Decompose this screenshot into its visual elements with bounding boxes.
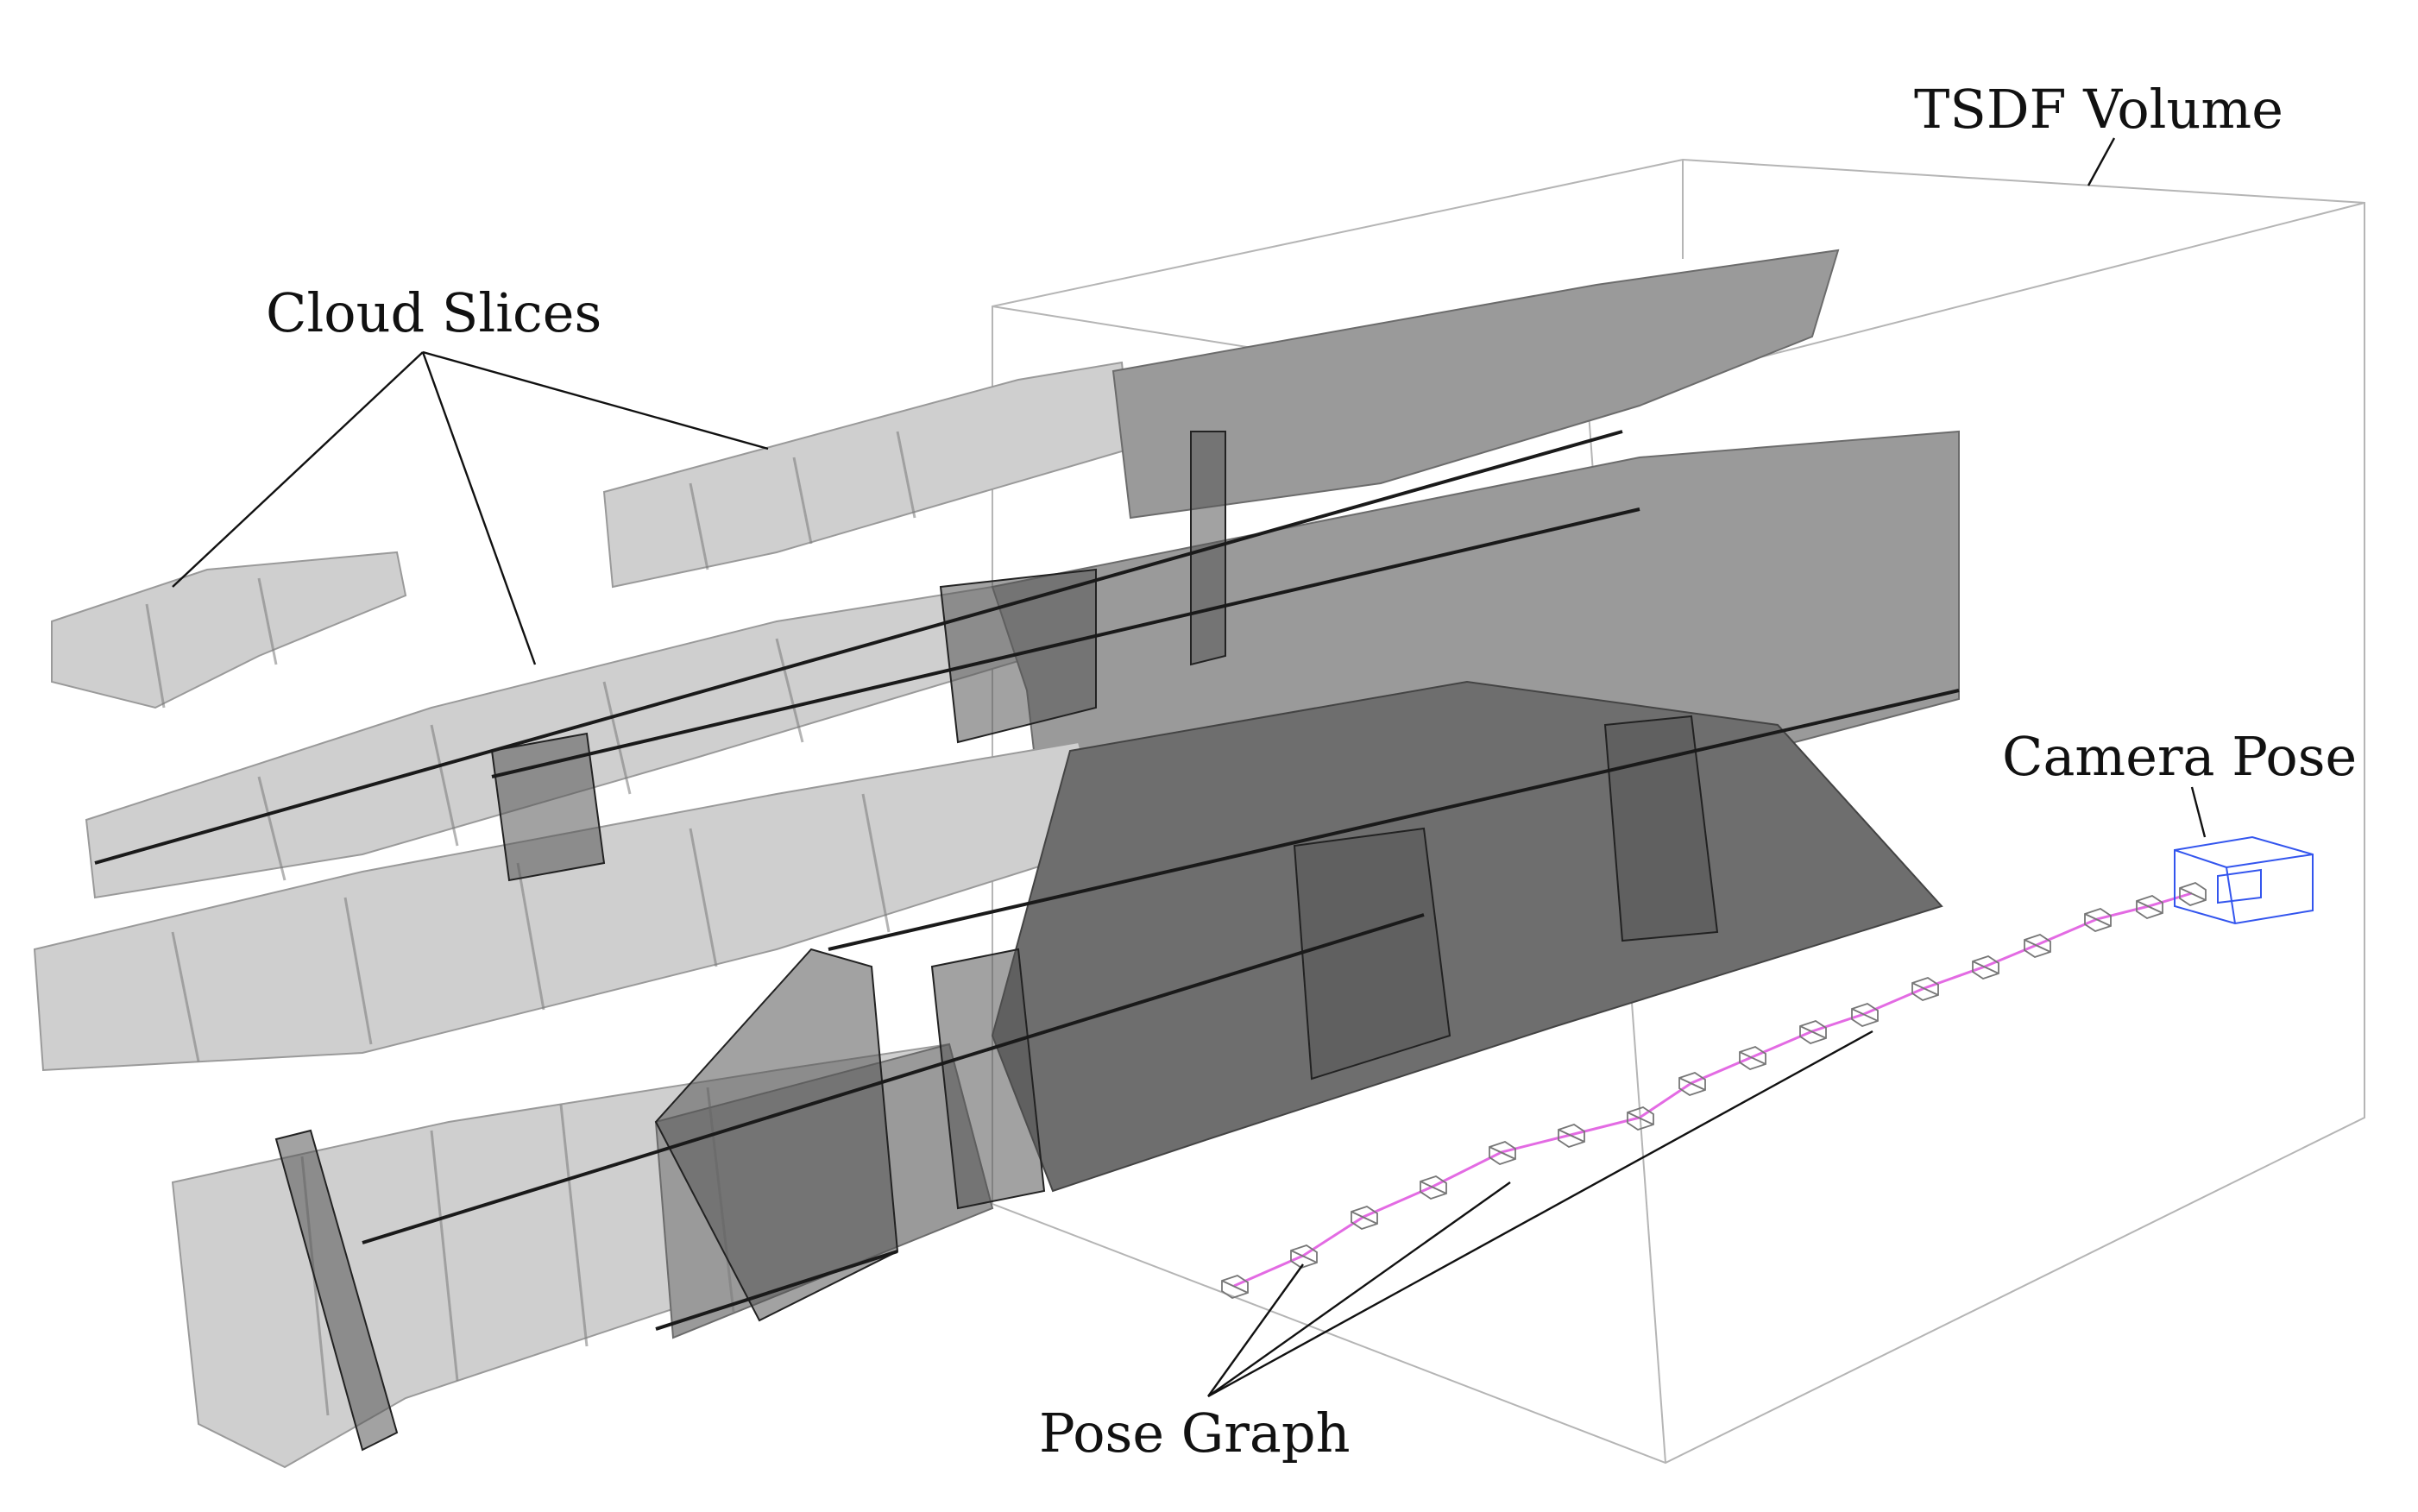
- pose-node: [1799, 1020, 1827, 1044]
- wall-fragment: [1293, 827, 1451, 1080]
- pose-graph-leader-3: [1207, 1030, 1873, 1398]
- cloud-slice-third-right: [991, 680, 1943, 1193]
- pose-node: [1678, 1072, 1706, 1096]
- tsdf-volume-label: TSDF Volume: [1914, 78, 2283, 141]
- wall-fragment: [654, 948, 899, 1322]
- pose-node: [1851, 1003, 1879, 1027]
- wall-fragment: [1603, 715, 1719, 942]
- pose-graph-leader-1: [1207, 1263, 1304, 1397]
- slice-edges: [94, 430, 1960, 1331]
- cloud-slice-upper-right: [1111, 249, 1840, 520]
- pose-graph-label: Pose Graph: [1039, 1402, 1351, 1465]
- cloud-slices: [33, 249, 1960, 1469]
- pose-node: [1221, 1275, 1249, 1299]
- cloud-slices-label: Cloud Slices: [266, 281, 601, 344]
- pose-graph: [1221, 882, 2207, 1299]
- pose-node: [1489, 1141, 1516, 1165]
- pose-node: [2179, 882, 2207, 906]
- cloud-slice-top: [51, 551, 407, 709]
- pose-node: [1972, 955, 1999, 980]
- pose-node: [1739, 1046, 1766, 1070]
- pose-node: [2024, 934, 2051, 958]
- wall-fragment: [930, 948, 1046, 1210]
- cloud-slices-leader-2: [421, 351, 537, 665]
- camera-pose-leader: [2190, 786, 2207, 838]
- leader-lines: [172, 137, 2207, 1398]
- wall-fragment: [274, 1129, 399, 1452]
- pose-node: [1290, 1244, 1318, 1269]
- pose-node: [2084, 908, 2112, 932]
- pose-graph-leader-2: [1207, 1181, 1511, 1397]
- pose-node: [1558, 1124, 1585, 1148]
- wall-fragments: [274, 431, 1719, 1452]
- cloud-slice-upper-left: [602, 361, 1132, 589]
- camera-pose-frustum: [2174, 835, 2314, 925]
- camera-pose-label: Camera Pose: [2002, 725, 2357, 788]
- pose-node: [1627, 1106, 1654, 1131]
- cloud-slices-leader-3: [422, 350, 769, 450]
- pose-node: [2136, 895, 2163, 919]
- pose-node: [1911, 977, 1939, 1001]
- pose-graph-nodes: [1221, 882, 2207, 1299]
- pose-node: [1420, 1175, 1447, 1200]
- pose-node: [1351, 1206, 1378, 1230]
- tsdf-volume-leader: [2087, 137, 2116, 186]
- cloud-slices-leader-1: [172, 351, 424, 588]
